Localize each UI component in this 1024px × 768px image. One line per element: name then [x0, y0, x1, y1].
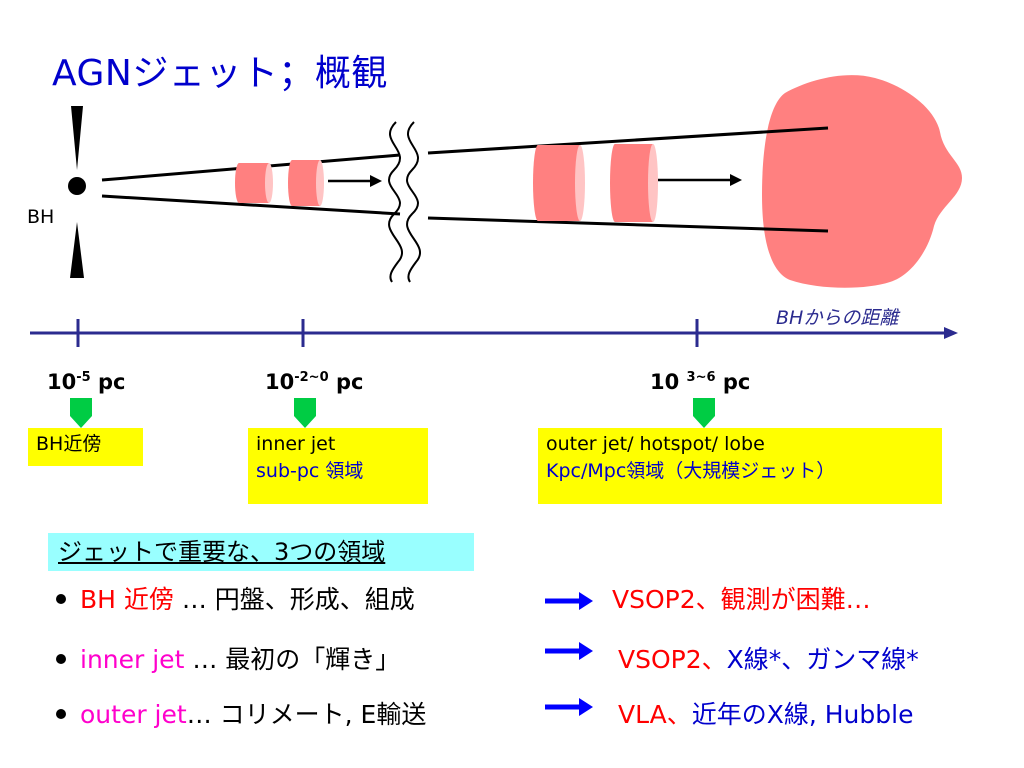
slide-title: AGNジェット；概観	[52, 53, 388, 94]
region-desc: … コリメート, E輸送	[186, 700, 427, 729]
inner-knot-1	[235, 163, 273, 203]
green-marker-3	[693, 398, 715, 428]
result-bh: VSOP2、観測が困難…	[612, 580, 871, 620]
black-hole-dot	[68, 177, 86, 195]
result-red: VLA、	[618, 700, 692, 729]
inner-motion-arrow	[328, 175, 382, 187]
green-marker-1	[70, 398, 92, 428]
tick-label-1: 10-5 pc	[47, 370, 126, 394]
bh-label: BH	[27, 206, 55, 228]
result-outer: VLA、近年のX線, Hubble	[618, 695, 913, 735]
section-heading: ジェットで重要な、3つの領域	[48, 533, 474, 571]
bh-near-label: BH近傍	[36, 433, 102, 455]
bullet-dot	[56, 654, 66, 664]
inner-jet-box-line2: sub-pc 領域	[256, 460, 364, 482]
outer-jet-box-line2: Kpc/Mpc領域（大規模ジェット）	[546, 460, 836, 482]
green-marker-2	[294, 398, 316, 428]
right-arrow-icon	[545, 592, 593, 610]
outer-jet-box-line1: outer jet/ hotspot/ lobe	[546, 433, 765, 455]
inner-jet-box: inner jet sub-pc 領域	[248, 428, 428, 504]
region-name: BH 近傍	[80, 585, 174, 614]
bullet-row-inner: inner jet … 最初の「輝き」	[56, 640, 400, 680]
bullet-row-outer: outer jet… コリメート, E輸送	[56, 695, 426, 735]
bh-lower-spike	[70, 222, 84, 278]
inner-jet-box-line1: inner jet	[256, 433, 336, 455]
region-desc: … 円盤、形成、組成	[173, 585, 415, 614]
distance-axis-arrowhead	[944, 327, 958, 339]
result-red: VSOP2、観測が困難…	[612, 585, 871, 614]
outer-knot-1	[533, 145, 585, 221]
right-arrow-icon	[545, 642, 593, 660]
bullet-row-bh: BH 近傍 … 円盤、形成、組成	[56, 580, 415, 620]
bullet-dot	[56, 594, 66, 604]
right-arrow-icon	[545, 698, 593, 716]
region-name: outer jet	[80, 700, 187, 729]
tick-label-3: 10 3~6 pc	[650, 370, 751, 394]
outer-motion-arrow	[658, 174, 742, 186]
outer-jet-box: outer jet/ hotspot/ lobe Kpc/Mpc領域（大規模ジェ…	[538, 428, 942, 504]
outer-knot-2	[610, 144, 658, 222]
jet-line-bottom-inner	[101, 194, 401, 216]
region-desc: … 最初の「輝き」	[184, 645, 401, 674]
result-inner: VSOP2、X線*、ガンマ線*	[618, 640, 919, 680]
axis-label: BHからの距離	[776, 307, 899, 329]
tick-label-2: 10-2~0 pc	[265, 370, 364, 394]
bullet-dot	[56, 709, 66, 719]
bh-near-box: BH近傍	[28, 428, 143, 466]
inner-knot-2	[288, 160, 324, 206]
result-blue: 近年のX線, Hubble	[691, 700, 914, 729]
bh-upper-spike	[71, 106, 83, 170]
result-red: VSOP2、	[618, 645, 727, 674]
scale-break	[388, 121, 421, 283]
jet-line-top-outer	[427, 126, 829, 155]
result-blue: X線*、ガンマ線*	[726, 645, 919, 674]
jet-line-bottom-outer	[427, 216, 829, 233]
region-name: inner jet	[80, 645, 185, 674]
lobe-blob	[762, 75, 962, 288]
